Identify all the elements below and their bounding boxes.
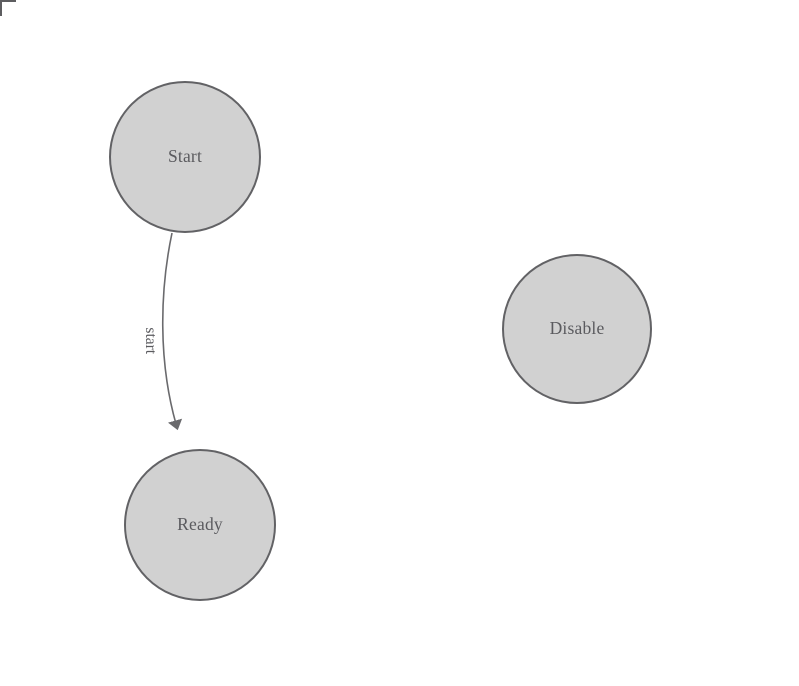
node-ready[interactable]: Ready [124,449,276,601]
node-disable-label: Disable [549,318,605,339]
edge-label-start: start [141,327,159,355]
edge-start-to-ready[interactable] [161,232,183,431]
canvas-corner-marker [0,0,16,16]
node-ready-label: Ready [177,514,223,535]
node-disable[interactable]: Disable [502,254,652,404]
node-start[interactable]: Start [109,81,261,233]
node-start-label: Start [167,146,203,167]
